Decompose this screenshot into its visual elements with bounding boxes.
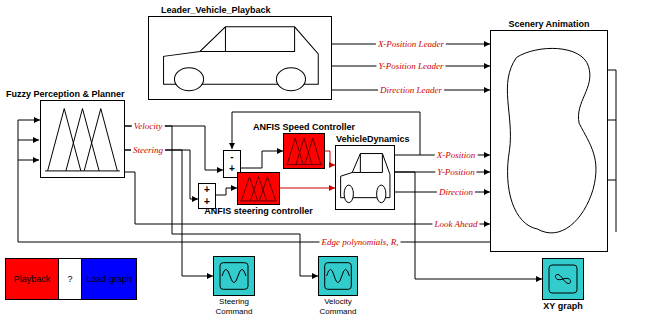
button-block: ? bbox=[58, 258, 82, 300]
output-wire bbox=[608, 120, 616, 121]
sign-label: - bbox=[224, 151, 240, 163]
signal-wire bbox=[125, 172, 490, 224]
fuzzy-icon bbox=[41, 101, 124, 177]
sum-block: ++ bbox=[198, 183, 216, 209]
block-title: Velocity Command bbox=[310, 297, 366, 317]
scope-icon bbox=[319, 257, 357, 295]
playback-block: Leader_Vehicle_Playback bbox=[148, 16, 332, 100]
signal-label: Look Ahead bbox=[432, 219, 479, 229]
block-title: Leader_Vehicle_Playback bbox=[161, 5, 271, 16]
signal-wire bbox=[216, 188, 237, 195]
scope-block: XY graph bbox=[542, 258, 584, 300]
block-title: Scenery Animation bbox=[508, 19, 589, 30]
animation-block: Scenery Animation bbox=[490, 30, 608, 252]
signal-wire bbox=[325, 151, 335, 165]
anfis-block: ANFIS Speed Controller bbox=[283, 133, 325, 169]
block-title: ANFIS steering controller bbox=[204, 206, 313, 217]
signal-wire bbox=[125, 150, 213, 276]
anfis-icon bbox=[284, 134, 324, 168]
block-title: VehicleDynamics bbox=[336, 134, 410, 145]
car-icon bbox=[336, 146, 394, 209]
anfis-icon bbox=[238, 173, 279, 204]
signal-label: Y-Position bbox=[435, 167, 476, 177]
signal-wire bbox=[125, 126, 223, 170]
block-title: Fuzzy Perception & Planner bbox=[6, 89, 125, 100]
signal-wire bbox=[241, 151, 283, 168]
signal-label: Direction Leader bbox=[378, 85, 444, 95]
input-wire bbox=[18, 160, 39, 161]
anfis-block: ANFIS steering controller bbox=[237, 172, 280, 205]
button-label: Playback bbox=[6, 274, 58, 285]
signal-label: Y-Position Leader bbox=[376, 61, 445, 71]
signal-wire bbox=[280, 188, 335, 189]
sign-label: + bbox=[199, 184, 215, 196]
button-label: Load graph bbox=[82, 274, 136, 285]
scope-block: Steering Command bbox=[213, 256, 255, 296]
scope-icon bbox=[214, 257, 254, 295]
button-block: Playback bbox=[5, 258, 59, 300]
signal-label: X-Position bbox=[435, 150, 478, 160]
scope-block: Velocity Command bbox=[318, 256, 358, 296]
block-title: Steering Command bbox=[206, 297, 262, 317]
dynamics-block: VehicleDynamics bbox=[335, 145, 395, 210]
signal-label: Edge polynomials, R, bbox=[320, 237, 401, 247]
block-title: XY graph bbox=[543, 301, 582, 312]
button-block: Load graph bbox=[81, 258, 137, 300]
fuzzy-block: Fuzzy Perception & Planner bbox=[40, 100, 125, 178]
car-icon bbox=[149, 17, 331, 99]
input-wire bbox=[18, 140, 39, 141]
button-label: ? bbox=[59, 274, 81, 285]
signal-label: Direction bbox=[437, 187, 475, 197]
signal-label: Velocity bbox=[132, 121, 165, 131]
output-wire bbox=[608, 180, 616, 181]
signal-label: Steering bbox=[131, 145, 165, 155]
signal-wire bbox=[125, 150, 198, 199]
signal-label: X-Position Leader bbox=[376, 39, 446, 49]
output-wire bbox=[608, 70, 616, 232]
block-title: ANFIS Speed Controller bbox=[253, 122, 355, 133]
scenery-icon bbox=[491, 31, 607, 251]
xy-icon bbox=[543, 259, 583, 299]
